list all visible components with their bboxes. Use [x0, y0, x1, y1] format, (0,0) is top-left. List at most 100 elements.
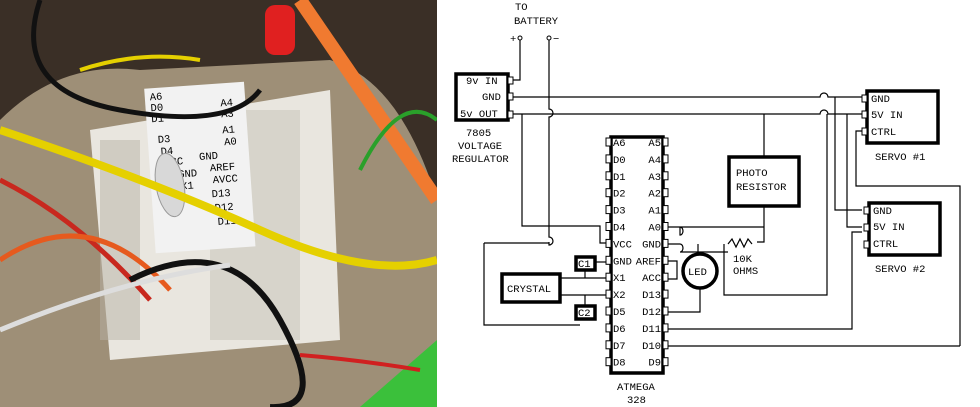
servo1-pin	[861, 110, 868, 119]
wire-gnd-right	[668, 243, 728, 253]
chip-pin-right	[662, 238, 669, 248]
reg-pin-5v-out: 5v OUT	[460, 109, 498, 121]
chip-pin-left	[605, 188, 612, 198]
yellow-wire-top	[79, 54, 201, 72]
servo1-pin-5v: 5V IN	[871, 110, 903, 122]
chip-pin-label-left: X1	[613, 273, 626, 285]
chip-pin-left	[605, 289, 612, 299]
wire-photo-out	[757, 206, 765, 243]
chip-pin-label-right: D9	[648, 358, 661, 370]
chip-pin-label-left: D6	[613, 324, 626, 336]
chip-pin-label-right: A4	[648, 155, 661, 167]
chip-pin-left	[605, 255, 612, 265]
wire-vcc	[521, 114, 606, 244]
atmega-label: ATMEGA	[617, 382, 656, 394]
chip-pin-left	[605, 340, 612, 350]
atmega-label-328: 328	[627, 395, 646, 407]
wire-servo2-5v	[846, 114, 862, 228]
chip-pin-left	[605, 306, 612, 316]
red-wire-bottom	[299, 353, 421, 372]
resistor-10k	[727, 237, 753, 249]
servo2-pin	[863, 223, 870, 232]
chip-pin-right	[662, 137, 669, 147]
photo-pin-avcc: AVCC	[212, 173, 238, 187]
voltage-regulator	[454, 72, 510, 122]
wire-battery-plus	[513, 40, 521, 81]
battery-minus: −	[553, 34, 559, 46]
chip-pin-label-left: D4	[613, 223, 626, 235]
atmega-chip	[609, 135, 665, 375]
photo-pin-a1: A1	[222, 124, 235, 137]
chip-pin-label-left: VCC	[613, 239, 632, 251]
chip-pin-label-right: GND	[642, 239, 661, 251]
chip-pin-left	[605, 272, 612, 282]
battery-label-battery: BATTERY	[514, 16, 559, 28]
chip-pin-left	[605, 323, 612, 333]
servo2-pin	[863, 206, 870, 215]
photo-pin-a6: A6	[149, 91, 162, 104]
servo1-label: SERVO #1	[875, 152, 925, 164]
photo-pin-a0: A0	[224, 136, 237, 149]
red-led	[265, 5, 295, 55]
chip-pin-left	[605, 357, 612, 367]
chip-pin-left	[605, 137, 612, 147]
servo1-pin	[861, 94, 868, 103]
chip-pin-right	[662, 205, 669, 215]
chip-pin-right	[662, 323, 669, 333]
battery-minus-terminal	[546, 35, 552, 41]
chip-pin-left	[605, 205, 612, 215]
chip-pin-label-left: D2	[613, 189, 626, 201]
chip-pin-right	[662, 340, 669, 350]
orange-strip	[294, 0, 437, 204]
servo-1	[865, 89, 940, 145]
chip-pin-right	[662, 306, 669, 316]
photo-pin-gnd-r: GND	[199, 151, 219, 164]
chip-pin-label-right: D11	[642, 324, 661, 336]
photoresistor-label-2: RESISTOR	[736, 182, 787, 194]
chip-pin-right	[662, 188, 669, 198]
chip-pin-right	[662, 255, 669, 265]
wire-gnd-loop-left	[483, 243, 580, 326]
chip-pin-label-right: ACC	[642, 273, 661, 285]
breadboard-photo: A6 D0 A4 D1 A3 D3 A1 D4 A0 VCC GND GND A…	[0, 0, 437, 407]
photo-pin-a4: A4	[220, 98, 233, 111]
photo-pin-d13: D13	[211, 188, 231, 201]
reg-label-voltage: VOLTAGE	[458, 141, 502, 153]
chip-pin-left	[605, 154, 612, 164]
chip-pin-left	[605, 238, 612, 248]
reg-pin	[507, 110, 514, 119]
wire-resistor-loop	[723, 114, 828, 296]
wire-led-d12	[668, 288, 701, 313]
battery-plus-terminal	[517, 35, 523, 41]
chip-pin-label-left: D1	[613, 172, 626, 184]
reg-label-7805: 7805	[466, 128, 491, 140]
chip-pin-label-right: A1	[648, 206, 661, 218]
reg-pin	[507, 76, 514, 85]
chip-pin-right	[662, 222, 669, 231]
servo2-pin-gnd: GND	[873, 206, 892, 218]
wire-d11-servo2	[668, 231, 862, 330]
servo1-pin-ctrl: CTRL	[871, 127, 896, 139]
black-wire-top	[31, 0, 262, 120]
chip-pin-right	[662, 289, 669, 299]
chip-pin-label-left: D8	[613, 358, 626, 370]
reg-label-regulator: REGULATOR	[452, 154, 509, 166]
green-wire	[358, 109, 437, 171]
wire-servo2-gnd	[834, 97, 862, 211]
chip-pin-label-left: D7	[613, 341, 626, 353]
chip-pin-label-right: A2	[648, 189, 661, 201]
chip-pin-label-left: GND	[613, 256, 632, 268]
servo2-label: SERVO #2	[875, 264, 925, 276]
chip-pin-left	[605, 171, 612, 181]
chip-pin-label-right: A0	[648, 223, 661, 235]
servo2-pin-5v: 5V IN	[873, 222, 905, 234]
servo1-pin	[861, 127, 868, 136]
wire-aref-acc	[668, 260, 678, 280]
black-wire-bottom	[128, 259, 306, 407]
chip-pin-label-right: D12	[642, 307, 661, 319]
wire-battery-minus	[548, 40, 554, 246]
wire-d10-servo1	[855, 130, 961, 346]
chip-pin-right	[662, 272, 669, 282]
crystal-box	[500, 272, 562, 304]
reg-pin-gnd: GND	[482, 92, 501, 104]
